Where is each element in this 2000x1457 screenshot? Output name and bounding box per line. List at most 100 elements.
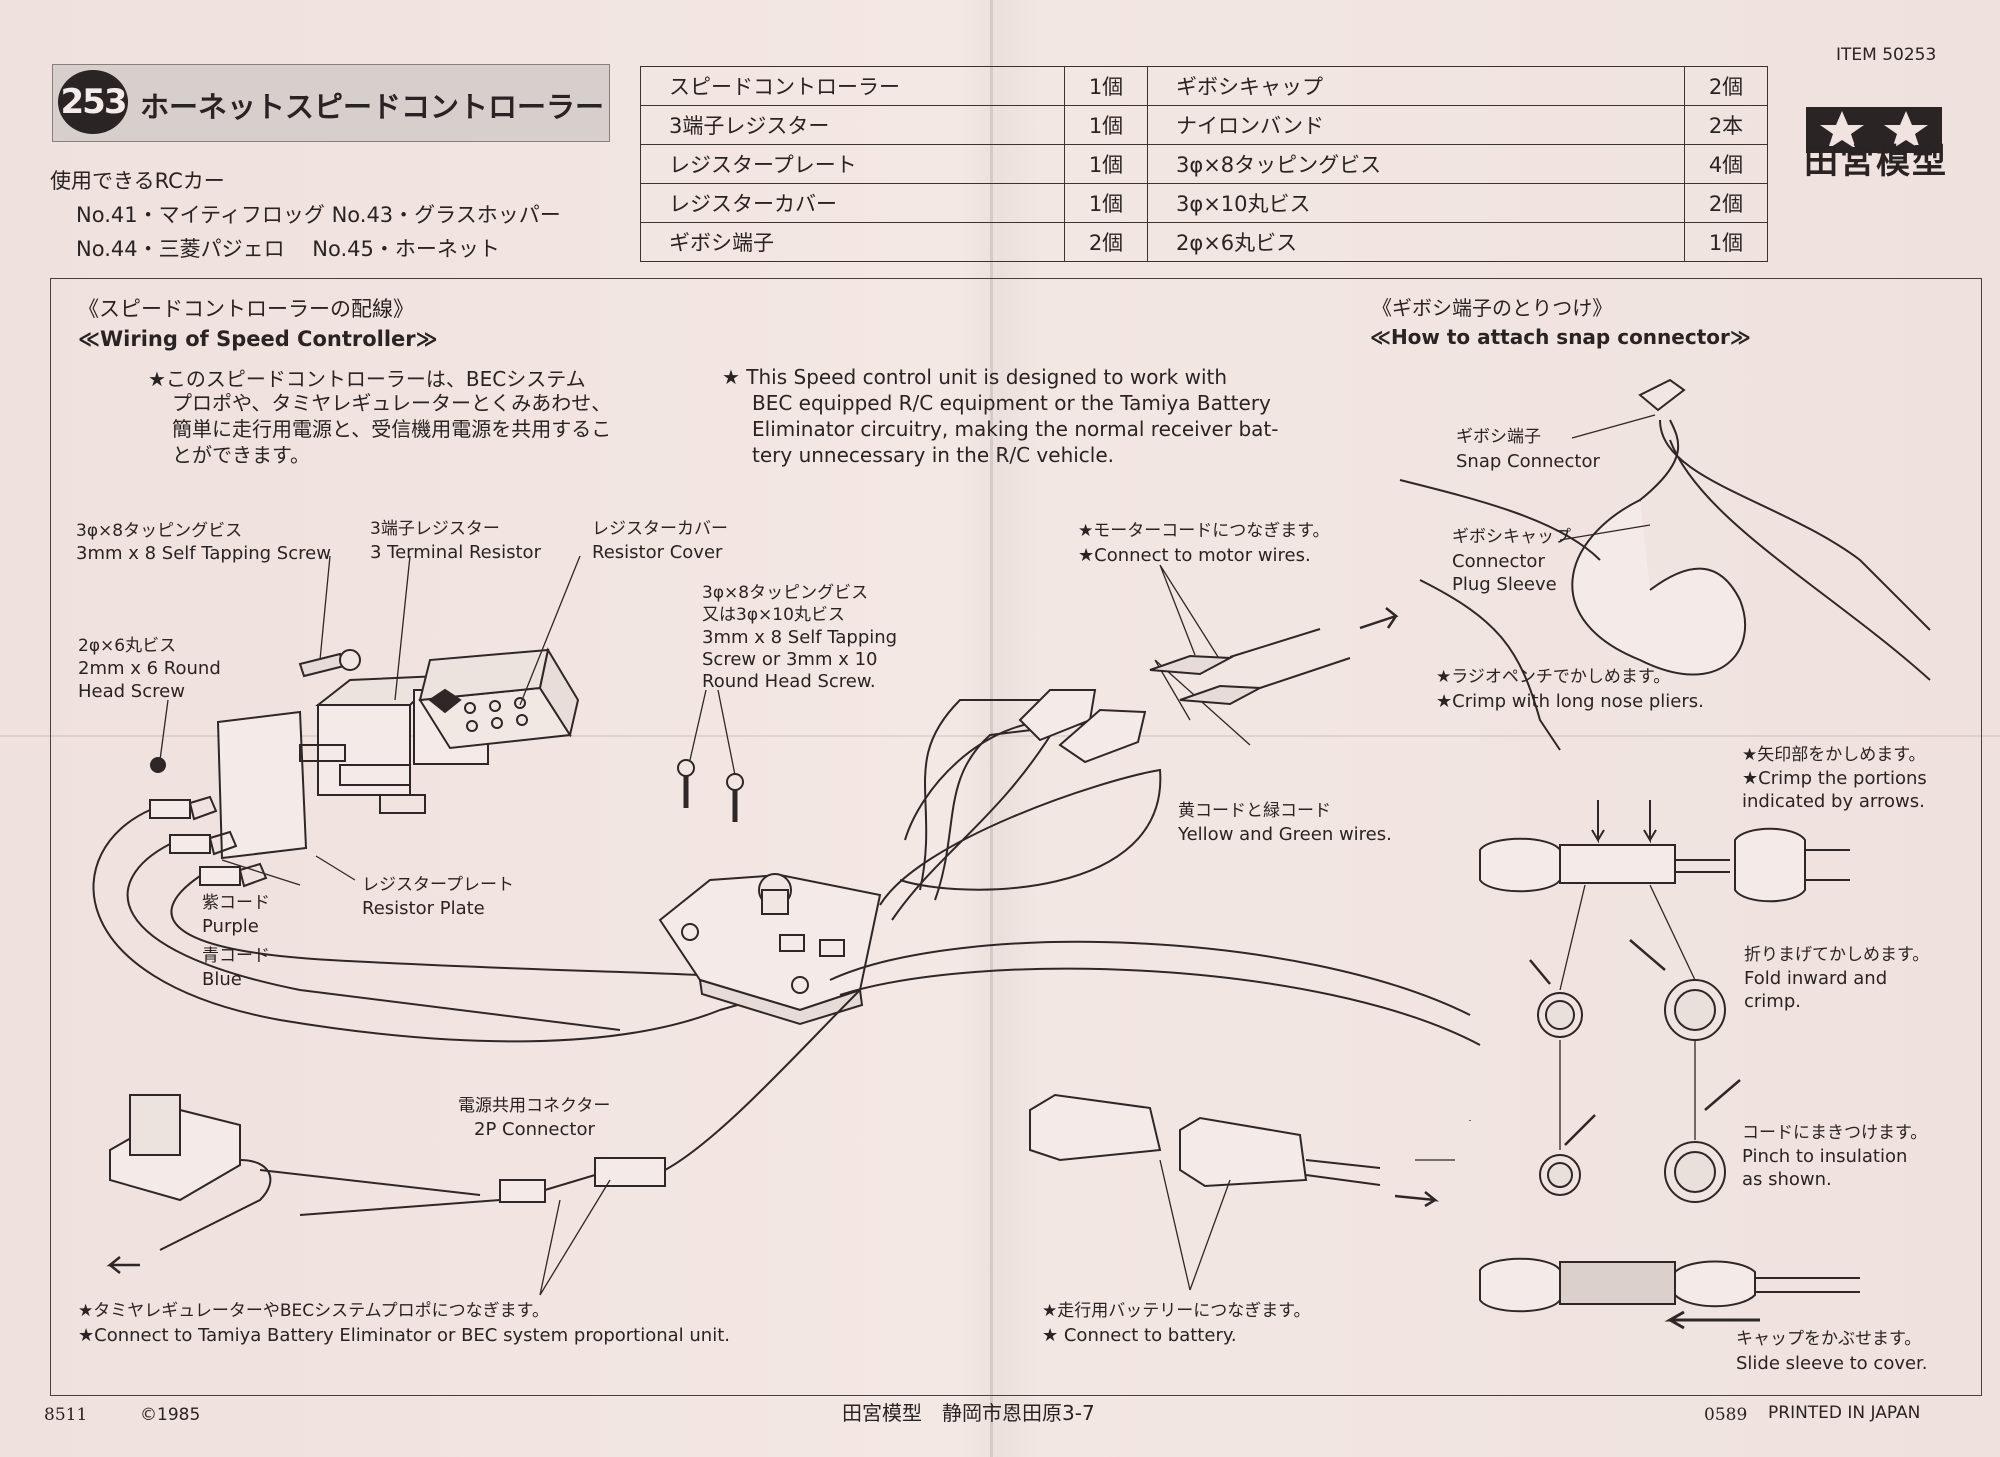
screw-icon xyxy=(150,649,744,822)
snap-connector-icon xyxy=(1018,607,1399,764)
callout-label: 黄コードと緑コード xyxy=(1178,801,1331,821)
callout-label: ギボシ端子 xyxy=(1456,427,1541,447)
callout-label: Round Head Screw. xyxy=(702,671,876,692)
tamiya-star-logo-icon xyxy=(1806,107,1942,153)
table-row: ギボシ端子 2個 2φ×6丸ビス 1個 xyxy=(640,222,1768,262)
part-name: 2φ×6丸ビス xyxy=(1147,222,1685,262)
callout-label: 折りまげてかしめます。 xyxy=(1744,945,1930,965)
callout-label: コードにまきつけます。 xyxy=(1742,1123,1928,1143)
callout-label: ★Crimp the portions xyxy=(1742,768,1927,789)
intro-jp-line: 簡単に走行用電源と、受信機用電源を共用するこ xyxy=(172,417,612,441)
part-qty: 1個 xyxy=(1064,144,1148,184)
part-qty: 1個 xyxy=(1684,222,1768,262)
pliers-hand-icon xyxy=(1399,378,1931,751)
intro-en-line: BEC equipped R/C equipment or the Tamiya… xyxy=(752,391,1271,415)
callout-label: Blue xyxy=(202,969,242,990)
callout-label: 3mm x 8 Self Tapping Screw xyxy=(76,543,331,564)
callout-label: レジスターカバー xyxy=(592,519,728,539)
section-heading-jp: 《スピードコントローラーの配線》 xyxy=(78,297,414,321)
callout-label: レジスタープレート xyxy=(362,875,514,895)
callout-label: 3 Terminal Resistor xyxy=(370,542,541,563)
callout-label: ★矢印部をかしめます。 xyxy=(1742,745,1926,765)
receiver-icon xyxy=(106,1094,501,1274)
callout-label: ★Connect to motor wires. xyxy=(1078,545,1311,566)
item-number: ITEM 50253 xyxy=(1836,45,1937,65)
callout-label: Head Screw xyxy=(78,681,185,702)
callout-label: Fold inward and xyxy=(1744,968,1888,989)
part-name: スピードコントローラー xyxy=(640,66,1065,106)
callout-label: ★走行用バッテリーにつなぎます。 xyxy=(1042,1301,1311,1321)
callout-label: Pinch to insulation xyxy=(1742,1146,1908,1167)
callout-label: 3mm x 8 Self Tapping xyxy=(702,627,898,648)
part-name: レジスタープレート xyxy=(640,144,1065,184)
callout-label: 又は3φ×10丸ビス xyxy=(702,605,845,625)
section-heading: ≪Wiring of Speed Controller≫ xyxy=(78,327,438,351)
callout-label: 3φ×8タッピングビス xyxy=(702,583,869,603)
callout-label: Resistor Plate xyxy=(362,898,485,919)
part-qty: 2個 xyxy=(1064,222,1148,262)
callout-label: ★Connect to Tamiya Battery Eliminator or… xyxy=(78,1325,730,1346)
page-title: ホーネットスピードコントローラー xyxy=(140,90,605,124)
callout-label: Snap Connector xyxy=(1456,451,1600,472)
compatible-line: No.41・マイティフロッグ No.43・グラスホッパー xyxy=(76,203,561,227)
callout-label: Yellow and Green wires. xyxy=(1178,824,1392,845)
callout-label: Screw or 3mm x 10 xyxy=(702,649,878,670)
title-box xyxy=(52,64,610,142)
part-qty: 1個 xyxy=(1064,183,1148,223)
callout-label: ★ Connect to battery. xyxy=(1042,1325,1237,1346)
part-qty: 1個 xyxy=(1064,66,1148,106)
callout-label: as shown. xyxy=(1742,1169,1832,1190)
callout-label: ★ラジオペンチでかしめます。 xyxy=(1436,667,1671,687)
fold-line xyxy=(0,735,2000,737)
terminal-crimp-icon xyxy=(1479,800,1860,1330)
callout-label: 電源共用コネクター xyxy=(458,1096,611,1116)
part-qty: 2個 xyxy=(1684,66,1768,106)
footer-copyright: ©1985 xyxy=(140,1405,201,1425)
callout-label: ★Crimp with long nose pliers. xyxy=(1436,691,1704,712)
callout-label: 2P Connector xyxy=(474,1119,595,1140)
callout-label: Slide sleeve to cover. xyxy=(1736,1353,1928,1374)
section-heading: ≪How to attach snap connector≫ xyxy=(1370,325,1751,349)
callout-label: crimp. xyxy=(1744,991,1801,1012)
callout-label: キャップをかぶせます。 xyxy=(1736,1329,1922,1349)
parts-table: スピードコントローラー 1個 ギボシキャップ 2個 3端子レジスター 1個 ナイ… xyxy=(640,66,1768,262)
fold-line xyxy=(990,0,993,1457)
resistor-assembly-icon xyxy=(216,647,580,860)
footer-printed: PRINTED IN JAPAN xyxy=(1768,1403,1921,1423)
callout-label: ★タミヤレギュレーターやBECシステムプロポにつなぎます。 xyxy=(78,1301,549,1321)
footer-address: 田宮模型 静岡市恩田原3-7 xyxy=(842,1401,1095,1425)
speed-control-plate-icon xyxy=(658,873,882,1026)
callout-label: ★モーターコードにつなぎます。 xyxy=(1078,521,1330,541)
footer-code2: 0589 xyxy=(1704,1405,1748,1425)
part-qty: 1個 xyxy=(1064,105,1148,145)
tamiya-logo-text: 田宮模型 xyxy=(1804,142,1948,182)
part-qty: 2個 xyxy=(1684,183,1768,223)
intro-en-line: tery unnecessary in the R/C vehicle. xyxy=(752,443,1115,467)
footer-code: 8511 xyxy=(44,1405,88,1425)
part-qty: 2本 xyxy=(1684,105,1768,145)
battery-connector-icon xyxy=(1029,1093,1440,1208)
callout-label: 青コード xyxy=(202,946,270,966)
callout-label: Resistor Cover xyxy=(592,542,723,563)
callout-label: 3φ×8タッピングビス xyxy=(76,521,243,541)
callout-label: 2φ×6丸ビス xyxy=(78,636,177,656)
callout-label: 紫コード xyxy=(202,893,270,913)
part-name: ナイロンバンド xyxy=(1147,105,1685,145)
intro-jp-line: とができます。 xyxy=(172,443,310,467)
table-row: 3端子レジスター 1個 ナイロンバンド 2本 xyxy=(640,105,1768,145)
table-row: スピードコントローラー 1個 ギボシキャップ 2個 xyxy=(640,66,1768,106)
intro-en-line: ★ This Speed control unit is designed to… xyxy=(722,365,1228,389)
compatible-line: No.44・三菱パジェロ No.45・ホーネット xyxy=(76,237,500,261)
intro-en-line: Eliminator circuitry, making the normal … xyxy=(752,417,1279,441)
callout-label: Connector xyxy=(1452,551,1545,572)
part-name: ギボシ端子 xyxy=(640,222,1065,262)
callout-label: Purple xyxy=(202,916,259,937)
callout-label: 2mm x 6 Round xyxy=(78,658,221,679)
callout-label: 3端子レジスター xyxy=(370,519,500,539)
callout-label: Plug Sleeve xyxy=(1452,574,1557,595)
compatible-heading: 使用できるRCカー xyxy=(50,169,225,193)
callout-label: indicated by arrows. xyxy=(1742,791,1925,812)
callout-label: ギボシキャップ xyxy=(1452,527,1571,547)
section-heading-jp: 《ギボシ端子のとりつけ》 xyxy=(1372,296,1613,320)
